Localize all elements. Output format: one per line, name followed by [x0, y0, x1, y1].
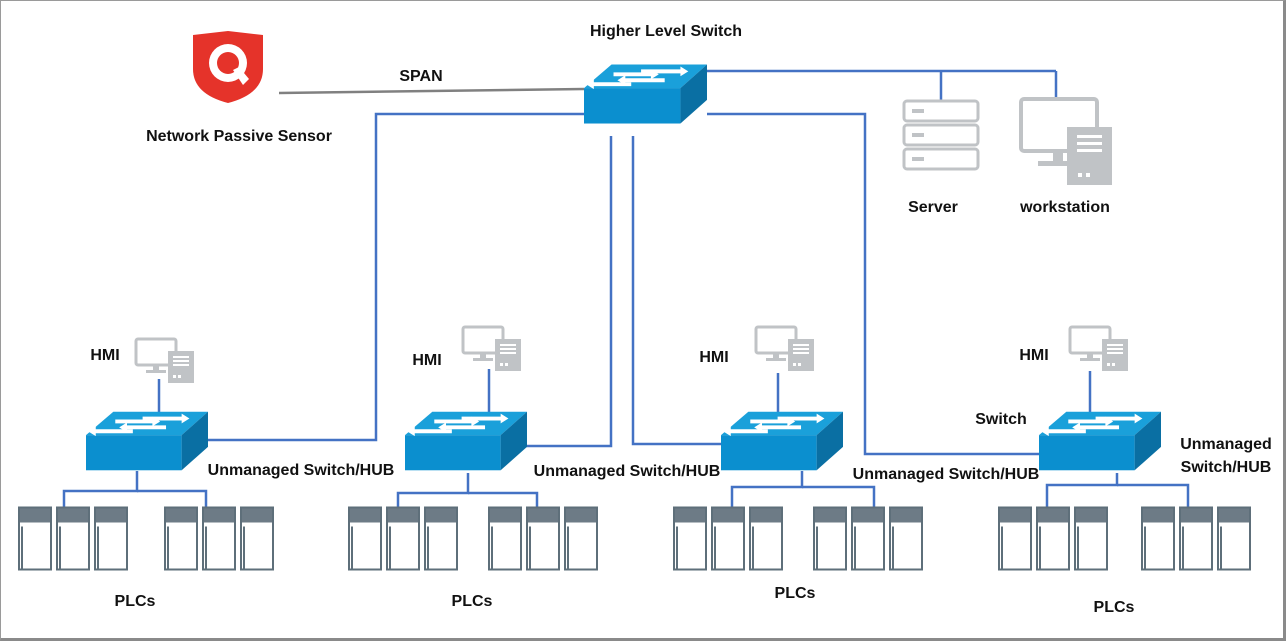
plc-rack-4b-icon [1141, 506, 1252, 571]
unmanaged-label-3: Unmanaged Switch/HUB [853, 466, 1040, 483]
hmi-4-icon [1068, 325, 1130, 373]
workstation-icon [1019, 97, 1112, 185]
switch-label: Switch [975, 411, 1027, 428]
higher-level-switch-icon [584, 64, 707, 124]
server-icon [902, 99, 980, 171]
plc-rack-3a-icon [673, 506, 784, 571]
plc-rack-4a-icon [998, 506, 1109, 571]
link-core-to-switch-1 [206, 112, 584, 442]
plc-bus-4 [1045, 473, 1119, 519]
plc-rack-2a-icon [348, 506, 459, 571]
hmi-3-icon [754, 325, 816, 373]
hmi-label-1: HMI [90, 347, 119, 364]
hmi-label-4: HMI [1019, 347, 1048, 364]
shield-logo-icon [193, 31, 263, 103]
hmi-label-3: HMI [699, 349, 728, 366]
sensor-label: Network Passive Sensor [146, 128, 332, 145]
workstation-label: workstation [1019, 199, 1110, 216]
plcs-label-3: PLCs [775, 585, 816, 602]
unmanaged-label-1: Unmanaged Switch/HUB [208, 462, 395, 479]
unmanaged-switch-1-icon [86, 411, 208, 471]
hmi-label-2: HMI [412, 352, 441, 369]
server-label: Server [908, 199, 958, 216]
unmanaged-switch-4-icon [1039, 411, 1161, 471]
unmanaged-switch-3-icon [721, 411, 843, 471]
plcs-label-2: PLCs [452, 593, 493, 610]
plc-rack-1b-icon [164, 506, 275, 571]
unmanaged-switch-2-icon [405, 411, 527, 471]
plc-rack-3b-icon [813, 506, 924, 571]
plc-bus-3 [730, 471, 804, 519]
unmanaged-label-2: Unmanaged Switch/HUB [534, 463, 721, 480]
span-link [278, 87, 585, 95]
plcs-label-1: PLCs [115, 593, 156, 610]
unmanaged-label-4-line2: Switch/HUB [1181, 459, 1272, 476]
higher-switch-label: Higher Level Switch [590, 23, 742, 40]
span-label: SPAN [399, 68, 442, 85]
plc-rack-1a-icon [18, 506, 129, 571]
hmi-2-icon [461, 325, 523, 373]
unmanaged-label-4-line1: Unmanaged [1180, 436, 1272, 453]
link-core-to-switch-4 [707, 112, 1041, 456]
link-core-to-switch-3 [631, 136, 723, 446]
hmi-1-icon [134, 337, 196, 385]
plcs-label-4: PLCs [1094, 599, 1135, 616]
link-core-to-switch-2 [526, 136, 613, 448]
plc-rack-2b-icon [488, 506, 599, 571]
